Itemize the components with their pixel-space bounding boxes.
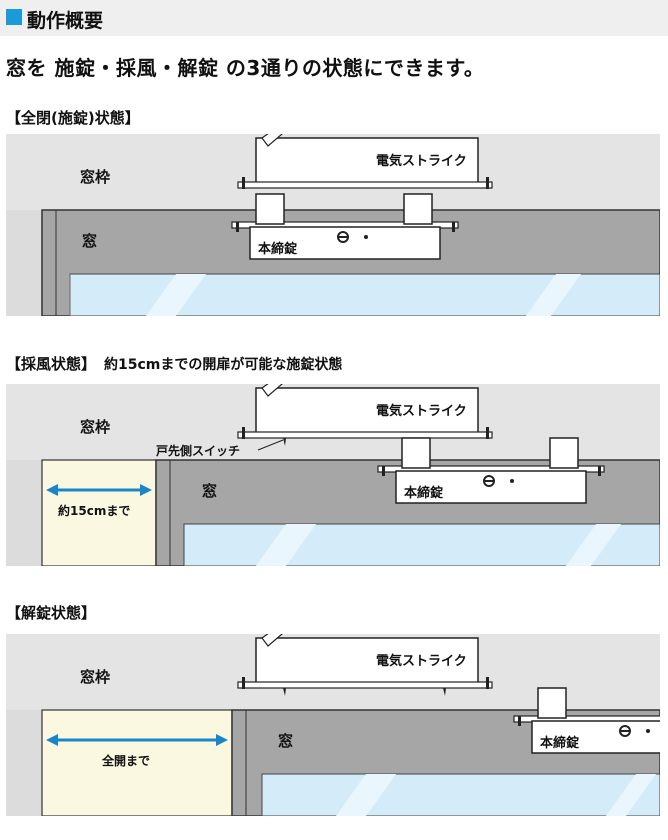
header-square-icon [6, 9, 22, 25]
lock-label: 本締錠 [540, 736, 580, 751]
state-note-vent: 約15cmまでの開扉が可能な施錠状態 [104, 357, 343, 373]
window-label: 窓 [202, 482, 218, 500]
strike-label: 電気ストライク [376, 404, 467, 419]
lock-label: 本締錠 [258, 242, 298, 257]
switch-label: 戸先側スイッチ [156, 444, 241, 458]
state-title-vent: 【採風状態】約15cmまでの開扉が可能な施錠状態 [6, 355, 343, 373]
section-header: 動作概要 [0, 0, 668, 36]
state-title-closed: 【全閉(施錠)状態】 [6, 109, 140, 127]
frame-label: 窓枠 [80, 668, 111, 686]
diagram-closed: 窓枠 窓 電気ストライク 本締錠 [6, 134, 660, 316]
strike-label: 電気ストライク [376, 154, 467, 169]
window-label: 窓 [82, 232, 98, 250]
window-label: 窓 [278, 732, 294, 750]
diagram-vent: 窓枠 窓 電気ストライク 本締錠 戸先側スイッチ 約15cmまで [6, 384, 660, 566]
strike-label: 電気ストライク [376, 654, 467, 669]
summary-text: 窓を 施錠・採風・解錠 の3通りの状態にできます。 [6, 56, 485, 80]
full-open-label: 全開まで [102, 754, 151, 768]
vent-width-label: 約15cmまで [58, 504, 131, 518]
frame-label: 窓枠 [80, 418, 111, 436]
lock-label: 本締錠 [404, 486, 444, 501]
frame-label: 窓枠 [80, 168, 111, 186]
diagram-unlocked: 窓枠 窓 電気ストライク 本締錠 全開まで [6, 634, 660, 816]
section-title: 動作概要 [27, 10, 104, 32]
state-title-unlocked: 【解錠状態】 [6, 604, 97, 622]
